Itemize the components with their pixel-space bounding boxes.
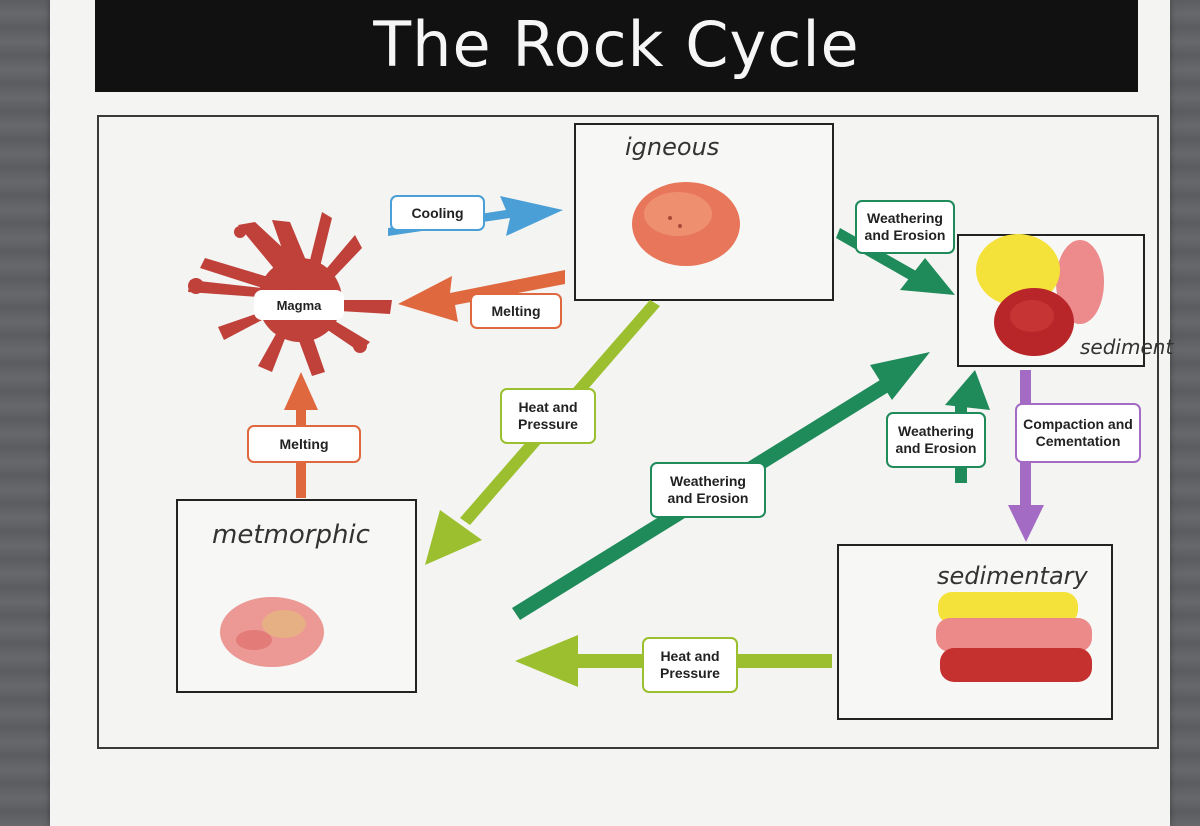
compaction-line2: Cementation bbox=[1035, 433, 1121, 449]
melting-label-top: Melting bbox=[470, 293, 562, 329]
melting-label-left: Melting bbox=[247, 425, 361, 463]
weathering-label-top: Weathering and Erosion bbox=[855, 200, 955, 254]
sedimentary-clay-model bbox=[936, 592, 1092, 682]
page-title: The Rock Cycle bbox=[373, 8, 860, 81]
weathering-right-line1: Weathering bbox=[898, 423, 974, 439]
metamorphic-handwritten-label: metmorphic bbox=[212, 520, 370, 550]
sediment-handwritten-label: sediment bbox=[1080, 335, 1174, 359]
sediment-clay-model bbox=[976, 234, 1104, 356]
compaction-line1: Compaction and bbox=[1023, 416, 1133, 432]
weathering-top-line2: and Erosion bbox=[864, 227, 946, 243]
heat-diag-line1: Heat and bbox=[518, 399, 578, 415]
heat-pressure-label-diagonal: Heat and Pressure bbox=[500, 388, 596, 444]
metamorphic-clay-model bbox=[220, 597, 324, 667]
heat-bottom-line1: Heat and bbox=[660, 648, 720, 664]
compaction-label: Compaction and Cementation bbox=[1015, 403, 1141, 463]
heat-bottom-line2: Pressure bbox=[660, 665, 720, 681]
weathering-label-right: Weathering and Erosion bbox=[886, 412, 986, 468]
weathering-top-line1: Weathering bbox=[867, 210, 943, 226]
sedimentary-handwritten-label: sedimentary bbox=[937, 562, 1088, 590]
igneous-clay-model bbox=[632, 182, 740, 266]
weathering-right-line2: and Erosion bbox=[895, 440, 977, 456]
heat-diag-line2: Pressure bbox=[518, 416, 578, 432]
weathering-center-line1: Weathering bbox=[670, 473, 746, 489]
cooling-label: Cooling bbox=[390, 195, 485, 231]
heat-pressure-label-bottom: Heat and Pressure bbox=[642, 637, 738, 693]
title-bar: The Rock Cycle bbox=[95, 0, 1138, 92]
weathering-center-line2: and Erosion bbox=[667, 490, 749, 506]
diagram-frame bbox=[97, 115, 1159, 749]
magma-label: Magma bbox=[254, 290, 344, 320]
weathering-label-center: Weathering and Erosion bbox=[650, 462, 766, 518]
igneous-handwritten-label: igneous bbox=[625, 133, 720, 161]
